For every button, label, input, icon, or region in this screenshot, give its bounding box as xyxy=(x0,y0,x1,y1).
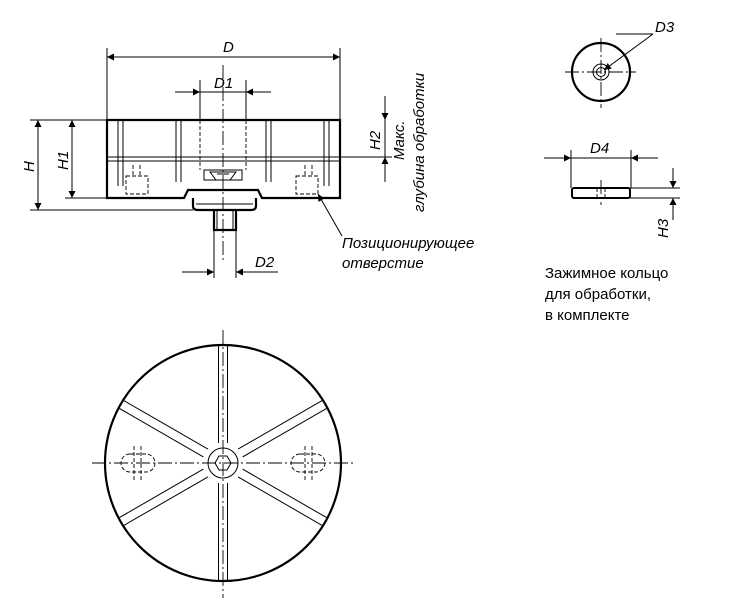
clamping-ring-line1: Зажимное кольцо xyxy=(545,265,668,282)
groove-line-2-0 xyxy=(237,400,323,450)
groove-line-3-0 xyxy=(242,468,327,519)
label-D1: D1 xyxy=(214,75,233,92)
max-depth-line2: глубина обработки xyxy=(411,72,428,212)
groove-line-2-1 xyxy=(242,407,327,458)
label-D3: D3 xyxy=(655,19,675,36)
side-view xyxy=(105,65,342,262)
positioning-slot-left xyxy=(120,446,156,480)
label-D2: D2 xyxy=(255,254,275,271)
dimension-H2: H2 xyxy=(340,96,392,182)
clamping-ring-note: Зажимное кольцо для обработки, в комплек… xyxy=(545,265,668,324)
positioning-hole-line1: Позиционирующее xyxy=(342,235,474,252)
dimension-D: D xyxy=(106,39,341,120)
dimension-D2: D2 xyxy=(182,230,278,278)
clamping-ring-line3: в комплекте xyxy=(545,307,630,324)
label-H: H xyxy=(21,161,38,172)
dimension-D1: D1 xyxy=(175,75,271,120)
positioning-hole-right xyxy=(295,165,319,195)
label-D4: D4 xyxy=(590,140,609,157)
groove-line-0-1 xyxy=(123,400,209,450)
groove-line-0-0 xyxy=(119,407,204,458)
top-view xyxy=(92,330,354,598)
label-H1: H1 xyxy=(55,151,72,170)
dimension-H1: H1 xyxy=(55,120,107,199)
groove-line-5-0 xyxy=(123,476,209,526)
clamping-ring-side-view: D4 H3 xyxy=(544,140,680,238)
positioning-hole-line2: отверстие xyxy=(342,255,424,272)
label-H3: H3 xyxy=(655,218,672,238)
groove-line-5-1 xyxy=(119,468,204,519)
max-depth-note: Макс. глубина обработки xyxy=(391,72,428,212)
positioning-hole-left xyxy=(125,165,149,195)
label-D: D xyxy=(223,39,234,56)
positioning-slot-right xyxy=(290,446,326,480)
radial-grooves xyxy=(119,346,327,580)
max-depth-line1: Макс. xyxy=(391,120,408,160)
positioning-hole-callout: Позиционирующее отверстие xyxy=(317,193,474,272)
label-H2: H2 xyxy=(367,130,384,150)
clamping-ring-top-view: D3 xyxy=(565,19,675,108)
clamping-ring-line2: для обработки, xyxy=(545,286,651,303)
groove-line-3-1 xyxy=(237,476,323,526)
